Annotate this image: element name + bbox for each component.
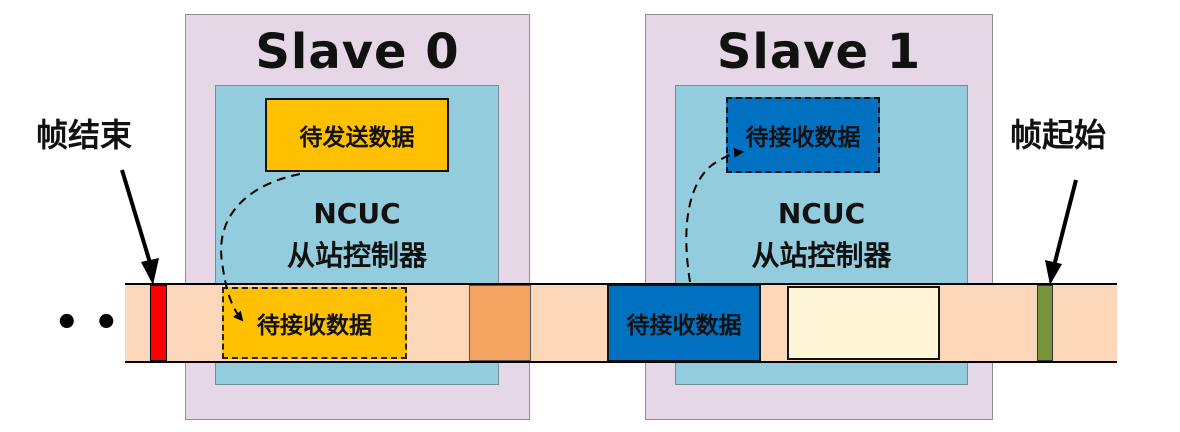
frame-start-arrow: [1045, 179, 1078, 285]
frame-end-marker: [150, 285, 167, 361]
frame-end-arrow: [120, 169, 159, 285]
slave-0-controller-label-line1: NCUC: [313, 197, 401, 230]
slave-0-send-data-box: 待发送数据: [265, 98, 449, 172]
slave-1-controller-label-line2: 从站控制器: [751, 239, 892, 272]
frame-start-label: 帧起始: [1010, 116, 1107, 154]
cream-data-block: [787, 286, 940, 360]
slave-1-receive-data-box: 待接收数据: [726, 97, 880, 173]
slave-0-flow-arrow: [220, 173, 301, 322]
slave-1-title: Slave 1: [716, 24, 922, 80]
slave-0-receive-slot: 待接收数据: [222, 287, 407, 359]
slave-1-flow-arrow: [685, 147, 744, 283]
frame-end-label: 帧结束: [36, 116, 133, 154]
slave-0-controller-label-line2: 从站控制器: [286, 239, 427, 272]
slave-0-title: Slave 0: [255, 24, 460, 80]
frame-start-marker: [1037, 285, 1053, 361]
slave-1-receive-slot: 待接收数据: [607, 284, 761, 362]
ellipsis-dots: • •: [54, 300, 120, 346]
slave-1-controller-label-line1: NCUC: [777, 197, 866, 230]
orange-data-block: [469, 285, 531, 361]
